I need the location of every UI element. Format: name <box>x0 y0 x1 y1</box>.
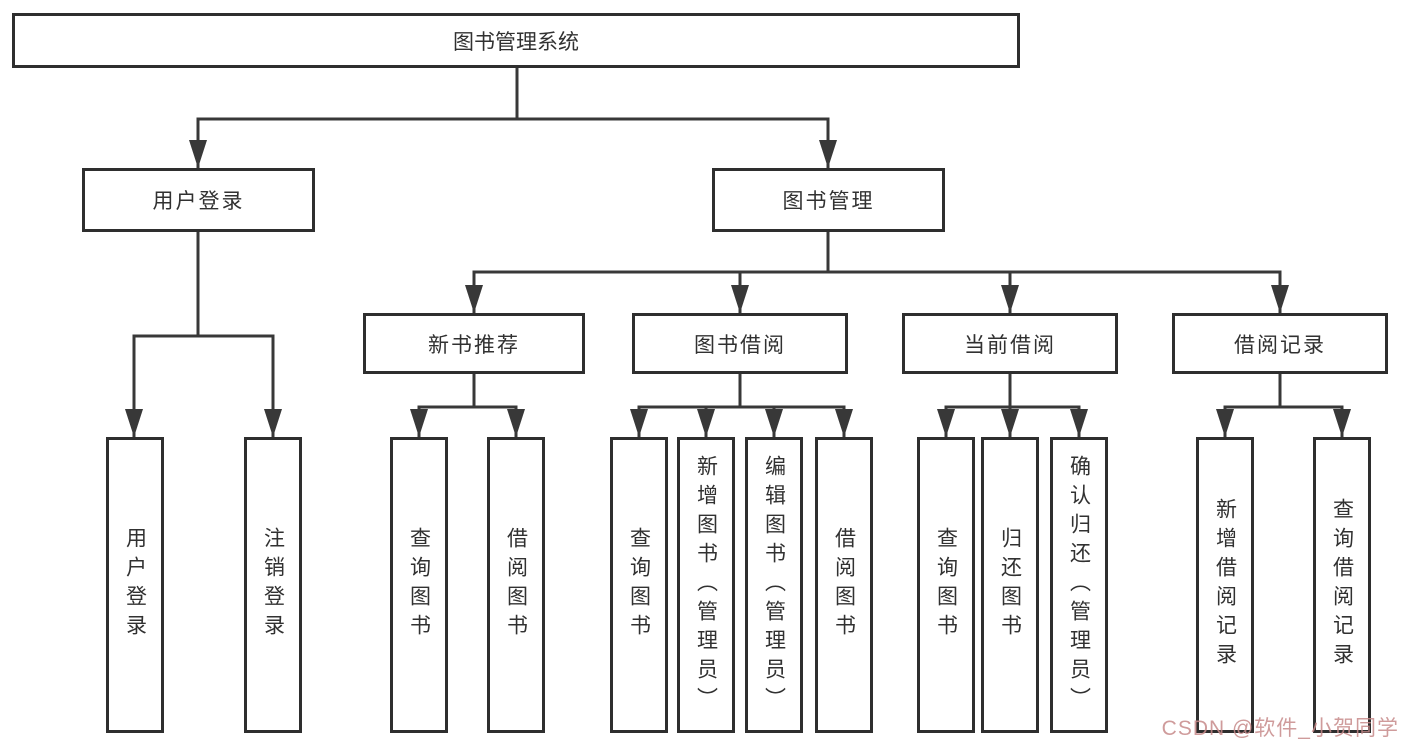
node-label: 查询借阅记录 <box>1330 498 1354 672</box>
node-label: 查询图书 <box>627 527 651 643</box>
leaf-query-books-recommend: 查询图书 <box>390 437 448 733</box>
leaf-borrow-books-recommend: 借阅图书 <box>487 437 545 733</box>
node-label: 新增图书（管理员） <box>694 454 718 716</box>
leaf-return-books: 归还图书 <box>981 437 1039 733</box>
node-library-management-system: 图书管理系统 <box>12 13 1020 68</box>
node-label: 用户登录 <box>123 527 147 643</box>
node-current-borrowing: 当前借阅 <box>902 313 1118 374</box>
node-label: 查询图书 <box>407 527 431 643</box>
node-label: 用户登录 <box>152 190 245 213</box>
node-label: 图书管理系统 <box>453 30 579 54</box>
node-label: 归还图书 <box>998 527 1022 643</box>
node-borrowing-records: 借阅记录 <box>1172 313 1388 374</box>
leaf-add-books-admin: 新增图书（管理员） <box>677 437 735 733</box>
node-label: 注销登录 <box>261 527 285 643</box>
node-label: 图书借阅 <box>694 333 786 357</box>
leaf-logout: 注销登录 <box>244 437 302 733</box>
node-label: 借阅图书 <box>832 527 856 643</box>
arrowheads <box>125 140 1351 437</box>
node-label: 借阅记录 <box>1234 333 1326 357</box>
leaf-query-books-current: 查询图书 <box>917 437 975 733</box>
node-user-login: 用户登录 <box>82 168 315 232</box>
node-book-management: 图书管理 <box>712 168 945 232</box>
node-label: 图书管理 <box>782 190 875 213</box>
leaf-user-login: 用户登录 <box>106 437 164 733</box>
node-book-borrowing: 图书借阅 <box>632 313 848 374</box>
node-label: 新增借阅记录 <box>1213 498 1237 672</box>
node-new-book-recommend: 新书推荐 <box>363 313 585 374</box>
leaf-query-borrow-record: 查询借阅记录 <box>1313 437 1371 733</box>
leaf-confirm-return-admin: 确认归还（管理员） <box>1050 437 1108 733</box>
node-label: 新书推荐 <box>428 333 520 357</box>
leaf-edit-books-admin: 编辑图书（管理员） <box>745 437 803 733</box>
node-label: 查询图书 <box>934 527 958 643</box>
node-label: 编辑图书（管理员） <box>762 454 786 716</box>
node-label: 借阅图书 <box>504 527 528 643</box>
leaf-add-borrow-record: 新增借阅记录 <box>1196 437 1254 733</box>
csdn-watermark: CSDN @软件_小贺同学 <box>1161 717 1399 740</box>
leaf-query-books-borrow: 查询图书 <box>610 437 668 733</box>
node-label: 当前借阅 <box>964 333 1056 357</box>
leaf-borrow-books: 借阅图书 <box>815 437 873 733</box>
node-label: 确认归还（管理员） <box>1067 454 1091 716</box>
